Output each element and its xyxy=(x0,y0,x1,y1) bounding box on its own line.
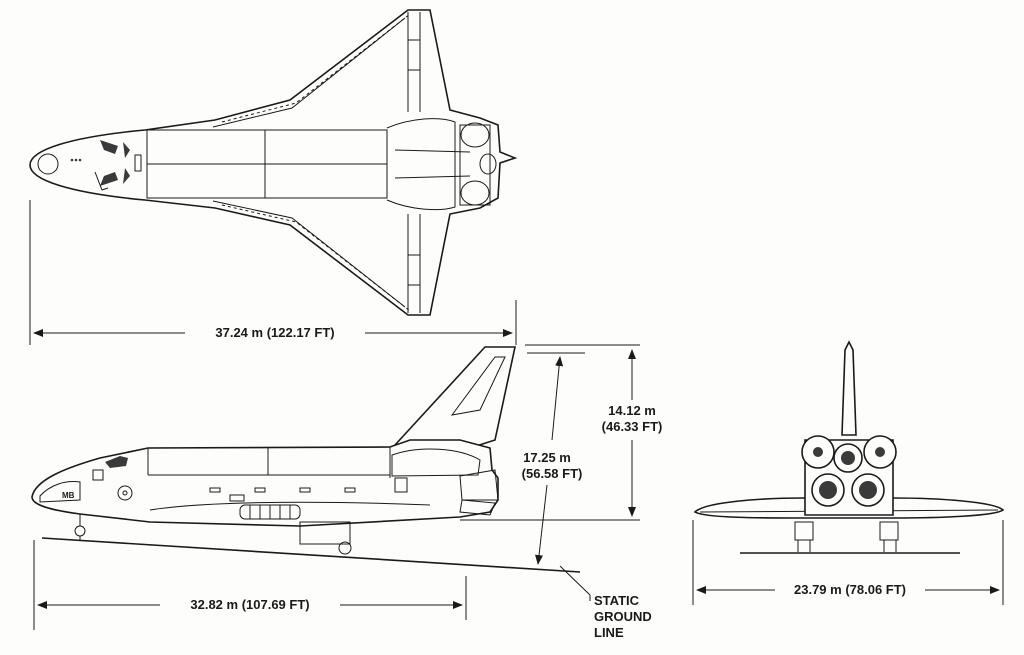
height-dimensions: 14.12 m (46.33 FT) 17.25 m (56.58 FT) xyxy=(460,344,663,565)
length-dimension: 37.24 m (122.17 FT) xyxy=(29,200,517,345)
side-view: MB xyxy=(31,346,516,555)
side-view-fuselage xyxy=(31,439,499,527)
svg-text:GROUND: GROUND xyxy=(594,609,652,624)
ground-line-label: STATIC GROUND LINE xyxy=(589,593,652,640)
gear-span-label: 32.82 m (107.69 FT) xyxy=(190,597,309,612)
tail-height-label-line1: 14.12 m xyxy=(608,403,656,418)
tail-height-label-line2: (46.33 FT) xyxy=(602,419,663,434)
top-view xyxy=(29,9,518,316)
wingspan-dimension: 23.79 m (78.06 FT) xyxy=(692,520,1004,605)
total-height-label-line2: (56.58 FT) xyxy=(522,466,583,481)
top-view-outline xyxy=(29,9,518,316)
wingspan-label: 23.79 m (78.06 FT) xyxy=(794,582,906,597)
length-label: 37.24 m (122.17 FT) xyxy=(215,325,334,340)
side-view-tail xyxy=(393,346,516,449)
svg-text:MB: MB xyxy=(62,491,75,500)
svg-text:STATIC: STATIC xyxy=(594,593,640,608)
rear-view xyxy=(693,340,1005,554)
svg-text:LINE: LINE xyxy=(594,625,624,640)
static-ground-line xyxy=(41,537,581,573)
total-height-label-line1: 17.25 m xyxy=(523,450,571,465)
gear-span-dimension: 32.82 m (107.69 FT) xyxy=(33,540,467,630)
